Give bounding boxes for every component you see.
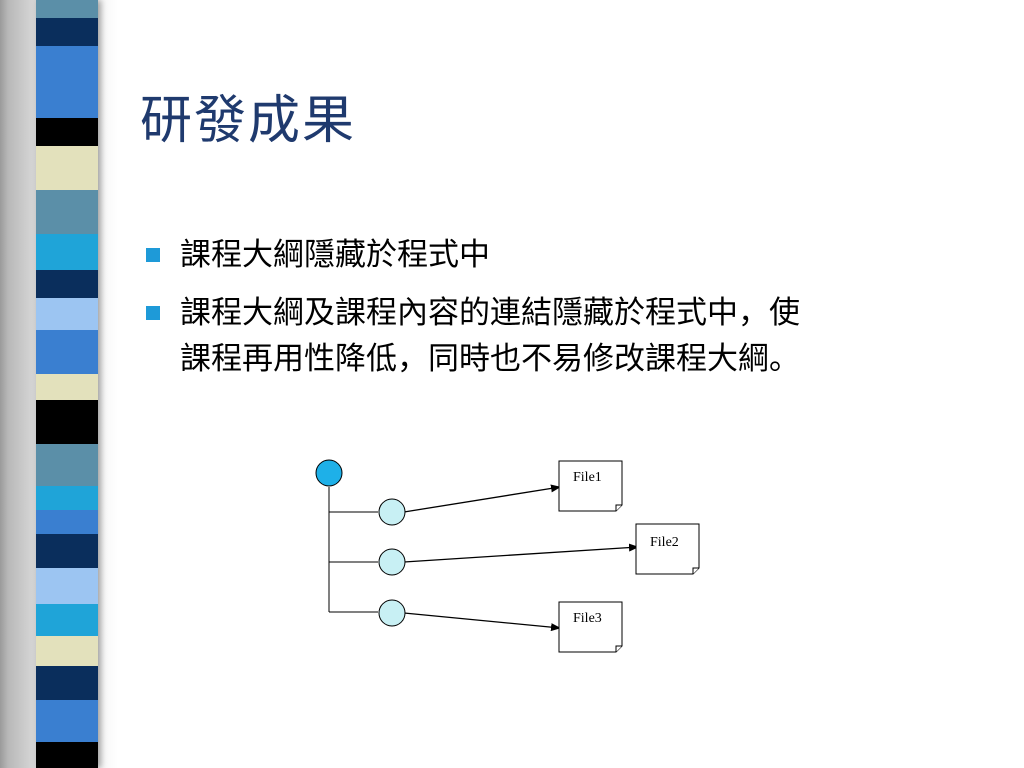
strip-block xyxy=(36,486,98,512)
strip-block xyxy=(36,568,98,604)
strip-block xyxy=(36,444,98,486)
child-node-2 xyxy=(378,548,406,576)
file-label-2: File2 xyxy=(650,535,679,550)
child-node-1 xyxy=(378,498,406,526)
link-arrow-file1 xyxy=(403,484,561,513)
strip-block xyxy=(36,270,98,298)
child-node-3 xyxy=(378,599,406,627)
strip-block xyxy=(36,330,98,374)
diagram-canvas: File1 File2 File3 xyxy=(315,459,700,653)
strip-block xyxy=(36,298,98,330)
strip-block xyxy=(36,700,98,742)
bullet-text-line: 課程大綱隱藏於程式中 xyxy=(180,237,490,273)
bullet-text-line: 課程再用性降低，同時也不易修改課程大綱。 xyxy=(180,341,800,377)
strip-block xyxy=(36,190,98,234)
strip-block xyxy=(36,234,98,270)
strip-block xyxy=(36,118,98,146)
slide-title: 研發成果 xyxy=(140,91,357,151)
link-arrow-file3 xyxy=(403,612,561,632)
link-arrow-file2 xyxy=(403,543,639,563)
strip-block xyxy=(36,146,98,190)
strip-block xyxy=(36,636,98,666)
file-document-3: File3 xyxy=(558,601,623,653)
strip-block xyxy=(36,400,98,444)
strip-block xyxy=(36,78,98,118)
strip-block xyxy=(36,666,98,700)
file-document-1: File1 xyxy=(558,460,623,512)
strip-block xyxy=(36,46,98,78)
square-bullet-icon xyxy=(146,248,160,262)
strip-block xyxy=(36,604,98,636)
bullet-text-line: 課程大綱及課程內容的連結隱藏於程式中，使 xyxy=(180,295,800,331)
strip-block xyxy=(36,0,98,18)
strip-block xyxy=(36,374,98,400)
root-node xyxy=(315,459,343,487)
file-link-diagram: File1 File2 File3 xyxy=(300,450,720,670)
file-document-2: File2 xyxy=(635,523,700,575)
strip-block xyxy=(36,742,98,768)
file-label-3: File3 xyxy=(573,611,602,626)
strip-block xyxy=(36,534,98,568)
file-label-1: File1 xyxy=(573,470,602,485)
strip-block xyxy=(36,18,98,46)
left-decorative-strip xyxy=(36,0,98,768)
strip-block xyxy=(36,510,98,534)
square-bullet-icon xyxy=(146,306,160,320)
